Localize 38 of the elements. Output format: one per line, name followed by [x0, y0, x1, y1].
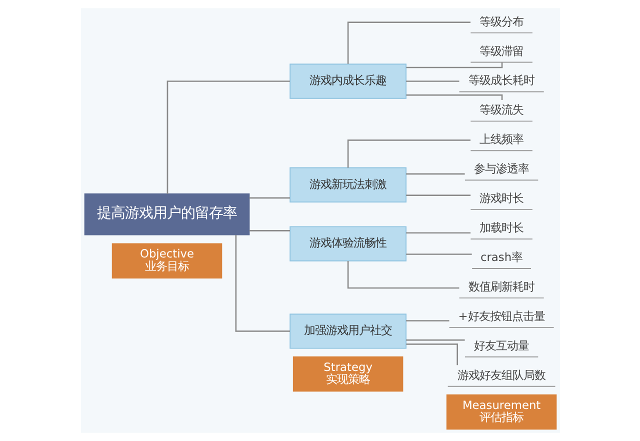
- connector: [406, 320, 449, 322]
- connector: [406, 94, 502, 100]
- node-text: 等级分布: [479, 14, 524, 28]
- node-box: Measurement 评估指标: [446, 394, 556, 430]
- node-text: 数值刷新耗时: [468, 279, 534, 294]
- node-text: 游戏好友组队局数: [457, 368, 546, 382]
- node-box: 游戏内成长乐趣: [289, 64, 406, 99]
- node-text: crash率: [480, 250, 522, 264]
- connector: [166, 80, 290, 194]
- node-text: 参与渗透率: [474, 162, 529, 176]
- node-box: 游戏体验流畅性: [289, 226, 406, 262]
- node-text: 等级滞留: [479, 44, 524, 58]
- node-text: +好友按钮点击量: [458, 308, 544, 323]
- node-text: 等级成长耗时: [468, 73, 534, 88]
- connector: [346, 140, 470, 168]
- node-text: 上线频率: [479, 132, 524, 146]
- node-text: 加载时长: [479, 220, 524, 235]
- node-box: 游戏新玩法刺激: [289, 167, 406, 202]
- connector: [406, 62, 502, 68]
- connector: [406, 254, 472, 255]
- connector: [234, 234, 290, 332]
- connector: [406, 173, 464, 175]
- connector: [406, 194, 470, 196]
- node-box: Objective 业务目标: [111, 243, 222, 278]
- node-text: 游戏时长: [479, 191, 524, 206]
- connector: [406, 80, 459, 82]
- connector: [406, 232, 470, 234]
- connector: [346, 22, 470, 64]
- connector: [406, 344, 458, 366]
- node-box: Strategy 实现策略: [292, 356, 403, 392]
- node-text: 等级流失: [479, 102, 524, 117]
- connector: [248, 197, 290, 199]
- node-text: 好友互动量: [474, 338, 529, 352]
- connector: [406, 339, 464, 341]
- node-box: 提高游戏用户的留存率: [84, 193, 250, 236]
- connector: [346, 261, 459, 289]
- connector: [248, 230, 290, 232]
- node-box: 加强游戏用户社交: [289, 314, 406, 349]
